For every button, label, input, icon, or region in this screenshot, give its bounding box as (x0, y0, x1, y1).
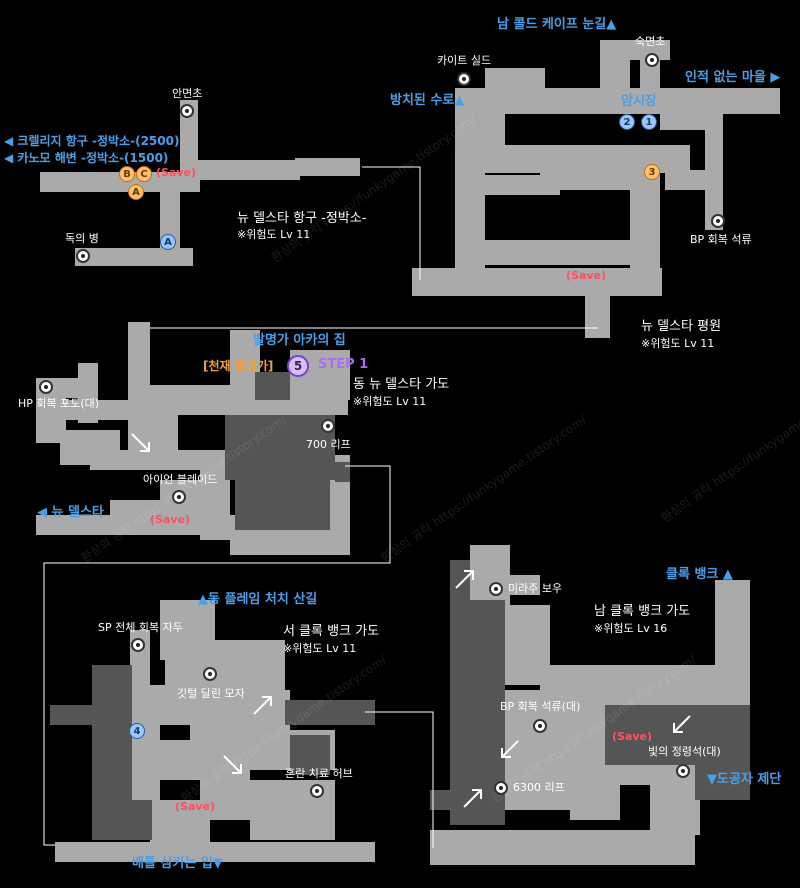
area-label-inventor-house: 발명가 아카의 집 (253, 333, 346, 348)
item-label-confusion-herb: 혼란 치료 허브 (285, 767, 353, 780)
exit-label-battle-entrance: 배틀 삼키는 입▼ (132, 856, 223, 871)
item-pin-icon (711, 214, 725, 228)
item-label-bp-stone-large: BP 회복 석류(대) (500, 700, 581, 713)
exit-label-crelridge-port: ◀ 크렐리지 항구 -정박소-(2500) (4, 134, 180, 148)
direction-arrow-icon (501, 740, 519, 758)
item-pin-icon (321, 419, 335, 433)
exit-label-new-delsta: ◀ 뉴 델스타 (37, 505, 104, 520)
item-pin-icon (533, 719, 547, 733)
item-pin-icon (39, 380, 53, 394)
item-label-awake-herb: 안면초 (172, 87, 203, 100)
save-point-label: (Save) (566, 269, 607, 282)
item-label-sleep-herb: 숙면초 (635, 35, 666, 48)
danger-level-label: ※위험도 Lv 11 (353, 395, 427, 408)
item-pin-icon (310, 784, 324, 798)
marker-a-badge: A (160, 234, 176, 250)
exit-label-clock-bank: 클록 뱅크 ▲ (666, 567, 733, 582)
area-label-new-delsta-port: 뉴 델스타 항구 -정박소- (237, 211, 367, 226)
marker-1-badge: 1 (641, 114, 657, 130)
item-label-hp-grape: HP 회복 포도(대) (18, 397, 100, 410)
item-label-kite-shield: 카이트 실드 (437, 54, 492, 67)
direction-arrow-icon (463, 789, 482, 808)
marker-3-badge: 3 (644, 164, 660, 180)
item-label-iron-blade: 아이언 블레이드 (143, 473, 218, 486)
danger-level-label: ※위험도 Lv 16 (594, 622, 668, 635)
item-pin-icon (76, 249, 90, 263)
save-point-label: (Save) (156, 166, 197, 179)
item-pin-icon (172, 490, 186, 504)
danger-level-label: ※위험도 Lv 11 (237, 228, 311, 241)
item-label-light-stone: 빛의 정령석(대) (648, 745, 721, 758)
exit-label-south-cold-cape: 남 콜드 케이프 눈길▲ (497, 17, 617, 32)
area-label-new-delsta-plain: 뉴 델스타 평원 (641, 319, 722, 334)
item-pin-icon (180, 104, 194, 118)
marker-4-badge: 4 (129, 723, 145, 739)
item-label-mirage-bow: 미라주 보우 (508, 582, 563, 595)
marker-5-badge: 5 (287, 355, 309, 377)
item-label-sp-dice: SP 전체 회복 자두 (98, 621, 183, 634)
item-pin-icon (131, 638, 145, 652)
area-label-east-new-delsta-road: 동 뉴 델스타 가도 (353, 377, 450, 392)
danger-level-label: ※위험도 Lv 11 (641, 337, 715, 350)
item-pin-icon (645, 53, 659, 67)
exit-label-abandoned-waterway: 방치된 수로▲ (390, 93, 465, 108)
item-pin-icon (489, 582, 503, 596)
direction-arrow-icon (455, 570, 474, 589)
exit-label-kanomo-beach: ◀ 카노모 해변 -정박소-(1500) (4, 151, 169, 165)
item-pin-icon (203, 667, 217, 681)
item-label-6300-leaf: 6300 리프 (513, 781, 565, 794)
direction-arrow-icon (253, 696, 272, 715)
exit-label-unmanned-village: 인적 없는 마을 ▶ (685, 70, 781, 85)
item-pin-icon (494, 781, 508, 795)
item-label-poison-bottle: 독의 병 (65, 232, 99, 245)
item-pin-icon (676, 764, 690, 778)
area-label-black-market: 암시장 (621, 94, 657, 109)
area-label-south-clock-bank-road: 남 클록 뱅크 가도 (594, 604, 691, 619)
danger-level-label: ※위험도 Lv 11 (283, 642, 357, 655)
marker-b-badge: B (119, 166, 135, 182)
direction-arrow-icon (131, 433, 150, 452)
exit-label-thief-altar: ▼도공자 제단 (707, 772, 782, 787)
item-label-700-leaf: 700 리프 (306, 438, 351, 451)
item-pin-icon (457, 72, 471, 86)
save-point-label: (Save) (150, 513, 191, 526)
item-label-bp-stone: BP 회복 석류 (690, 233, 752, 246)
exit-label-east-flame-hill: ▲동 플레임 처치 산길 (198, 592, 318, 607)
save-point-label: (Save) (612, 730, 653, 743)
marker-c-badge: C (136, 166, 152, 182)
marker-2-badge: 2 (619, 114, 635, 130)
direction-arrow-icon (673, 715, 691, 733)
direction-arrow-icon (223, 755, 242, 774)
quest-step-label: STEP 1 (318, 357, 369, 372)
npc-label-genius-inventor: [천재 발명가] (203, 359, 274, 373)
item-label-feather-hat: 깃털 달린 모자 (177, 687, 245, 700)
area-label-west-clock-bank-road: 서 클록 뱅크 가도 (283, 624, 380, 639)
save-point-label: (Save) (175, 800, 216, 813)
marker-a-badge: A (128, 184, 144, 200)
